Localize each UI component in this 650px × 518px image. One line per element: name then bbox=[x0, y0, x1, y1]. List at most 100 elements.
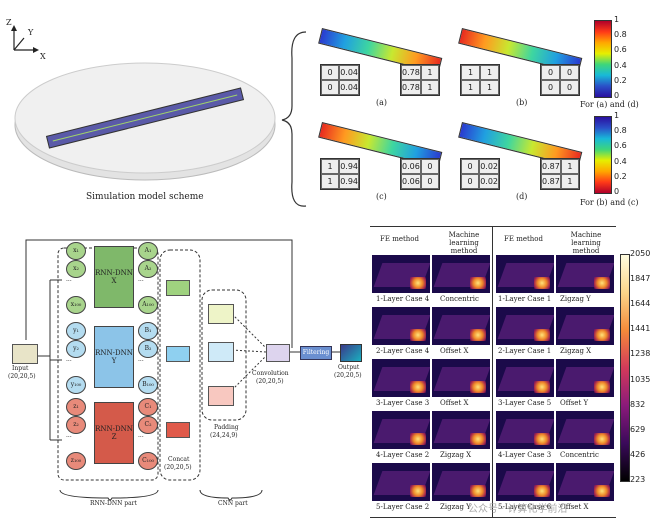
ml-heatmap-left bbox=[432, 255, 490, 293]
colorbar-tick: 0.6 bbox=[614, 141, 627, 151]
conv-cube bbox=[266, 344, 290, 362]
header-fe-right: FE method bbox=[504, 235, 543, 243]
x-axis-label: X bbox=[40, 52, 46, 61]
matrix-cell: 1 bbox=[461, 80, 480, 95]
x-node-in: x₁₀₀ bbox=[66, 296, 86, 314]
rnn-part-label: RNN-DNN part bbox=[90, 500, 137, 507]
result-caption: 5-Layer Case 2 bbox=[376, 503, 430, 511]
fe-heatmap-right bbox=[496, 255, 554, 293]
fe-heatmap-right bbox=[496, 411, 554, 449]
result-caption: 4-Layer Case 3 bbox=[498, 451, 552, 459]
colorbar-tick: 1644 bbox=[630, 299, 650, 309]
rnn-dnn-z-block: RNN-DNN Z bbox=[94, 402, 134, 464]
concat-label: Concat bbox=[168, 456, 190, 463]
matrix-cell: 0 bbox=[420, 159, 439, 174]
concat-cube-z bbox=[166, 422, 190, 438]
beam-model bbox=[45, 87, 245, 149]
y-node-out: B₁ bbox=[138, 322, 158, 340]
z-node-out: C₁ bbox=[138, 398, 158, 416]
colorbar-results bbox=[620, 254, 630, 482]
matrix-cell: 0 bbox=[461, 174, 480, 189]
input-dim: (20,20,5) bbox=[8, 373, 36, 380]
matrix-cell: 1 bbox=[461, 65, 480, 80]
output-label: Output bbox=[338, 364, 360, 371]
colorbar-tick: 629 bbox=[630, 424, 646, 434]
fe-heatmap-left bbox=[372, 411, 430, 449]
simulation-caption: Simulation model scheme bbox=[86, 192, 204, 202]
output-dim: (20,20,5) bbox=[334, 372, 362, 379]
colorbar-tick: 0.4 bbox=[614, 156, 627, 166]
ml-heatmap-left bbox=[432, 463, 490, 501]
filtering-block: Filtering bbox=[300, 346, 332, 360]
matrix-cell: 0.94 bbox=[339, 159, 359, 174]
colorbar-bottom bbox=[594, 116, 612, 194]
x-node-out: A₂ bbox=[138, 260, 158, 278]
ml-heatmap-left bbox=[432, 359, 490, 397]
fe-heatmap-left bbox=[372, 255, 430, 293]
matrix-cell: 1 bbox=[560, 174, 579, 189]
result-caption: Concentric bbox=[440, 295, 479, 303]
matrix-cell: 1 bbox=[480, 80, 499, 95]
ml-heatmap-right bbox=[556, 411, 614, 449]
matrix-cell: 0 bbox=[321, 80, 340, 95]
result-caption: Concentric bbox=[560, 451, 599, 459]
output-cube bbox=[340, 344, 362, 362]
result-caption: Zigzag X bbox=[560, 347, 592, 355]
panel-label: (d) bbox=[516, 192, 528, 201]
result-caption: Zigzag X bbox=[440, 451, 472, 459]
panel-label: (c) bbox=[376, 192, 387, 201]
colorbar-tick: 1441 bbox=[630, 324, 650, 334]
ml-heatmap-right bbox=[556, 255, 614, 293]
colorbar-tick: 0.8 bbox=[614, 30, 627, 40]
y-node-in: y₁ bbox=[66, 322, 86, 340]
colorbar-tick: 1 bbox=[614, 111, 620, 120]
result-caption: 2-Layer Case 1 bbox=[498, 347, 552, 355]
fe-heatmap-left bbox=[372, 463, 430, 501]
concat-cube-y bbox=[166, 346, 190, 362]
colorbar-tick: 0.8 bbox=[614, 126, 627, 136]
ml-heatmap-right bbox=[556, 359, 614, 397]
matrix-cell: 0 bbox=[560, 65, 579, 80]
results-table: FE method Machine learning method FE met… bbox=[370, 226, 616, 518]
z-node-in: z₁₀₀ bbox=[66, 452, 86, 470]
padding-cube-y bbox=[208, 342, 234, 362]
y-node-out: B₁₀₀ bbox=[138, 376, 158, 394]
result-caption: 3-Layer Case 3 bbox=[376, 399, 430, 407]
result-caption: Zigzag Y bbox=[560, 295, 591, 303]
header-fe-left: FE method bbox=[380, 235, 419, 243]
matrix-cell: 0 bbox=[541, 80, 560, 95]
colorbar-tick: 0.4 bbox=[614, 60, 627, 70]
axis-arrows-icon bbox=[11, 25, 39, 53]
matrix-cell: 0.04 bbox=[339, 65, 359, 80]
colorbar-top bbox=[594, 20, 612, 98]
result-caption: Offset X bbox=[560, 503, 589, 511]
colorbar-tick: 223 bbox=[630, 475, 646, 484]
z-node-in: z₁ bbox=[66, 398, 86, 416]
rnn-dnn-x-block: RNN-DNN X bbox=[94, 246, 134, 308]
colorbar-tick: 0 bbox=[614, 187, 620, 196]
axis-triad: Z Y X bbox=[6, 18, 46, 62]
conv-dim: (20,20,5) bbox=[256, 378, 284, 385]
z-node-out: C₂ bbox=[138, 416, 158, 434]
padding-cube-z bbox=[208, 386, 234, 406]
colorbar-tick: 1847 bbox=[630, 274, 650, 284]
matrix-cell: 1 bbox=[480, 65, 499, 80]
y-node-in: ··· bbox=[66, 358, 72, 365]
panel-label: (a) bbox=[376, 98, 388, 107]
z-node-in: ··· bbox=[66, 434, 72, 441]
ml-heatmap-right bbox=[556, 463, 614, 501]
table-divider bbox=[492, 227, 493, 517]
matrix-cell: 0.06 bbox=[401, 159, 421, 174]
x-node-out: A₁ bbox=[138, 242, 158, 260]
result-caption: 4-Layer Case 2 bbox=[376, 451, 430, 459]
result-caption: Offset Y bbox=[560, 399, 589, 407]
header-ml-right: Machine learning method bbox=[570, 231, 602, 255]
result-caption: Offset X bbox=[440, 347, 469, 355]
x-node-in: x₁ bbox=[66, 242, 86, 260]
x-node-in: ··· bbox=[66, 278, 72, 285]
